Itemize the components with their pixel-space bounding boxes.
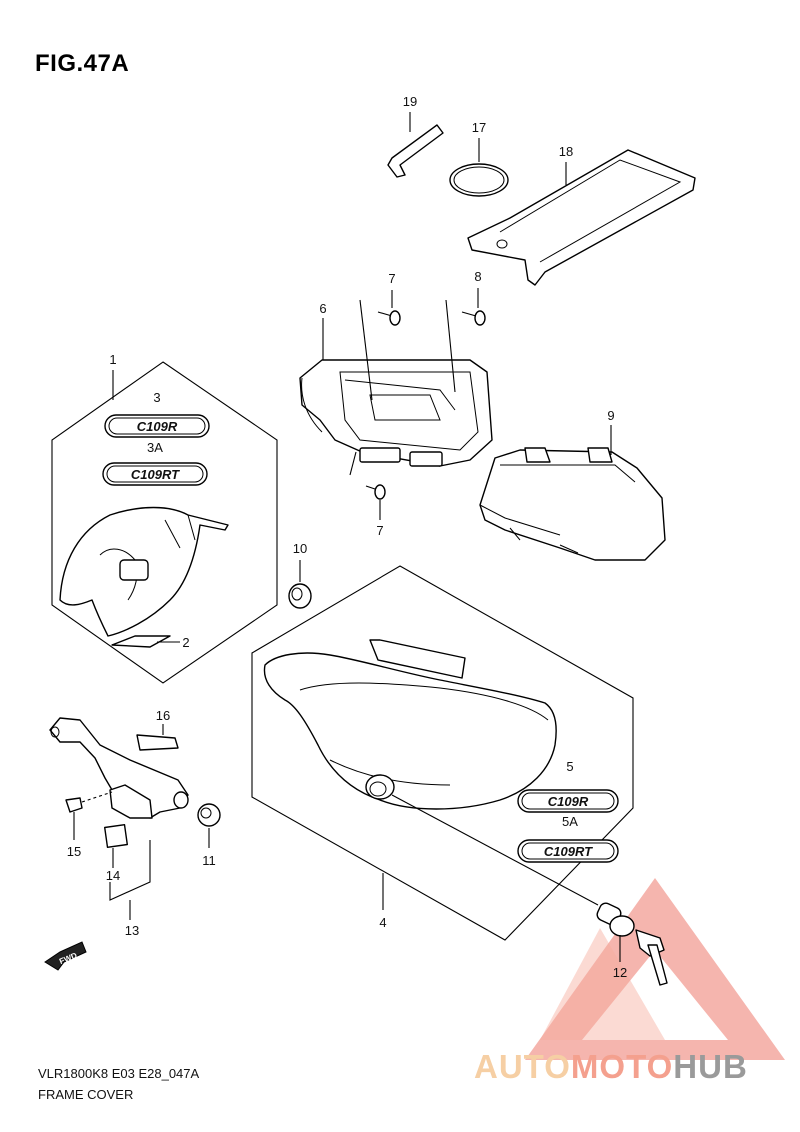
cover-box-9 [479,425,666,561]
hex-key-19 [387,112,444,178]
model-code: VLR1800K8 E03 E28_047A [38,1066,200,1081]
watermark-auto: AUTO [474,1048,571,1085]
o-ring-17 [449,138,509,197]
callout-15: 15 [67,844,81,859]
watermark-text: AUTOMOTOHUB [474,1048,748,1086]
callout-1: 1 [109,352,116,367]
emblem-5a [517,839,619,863]
screw-8 [461,288,486,326]
callout-4: 4 [379,915,386,930]
tool-bag-18 [467,149,696,286]
screw-7-lower [365,484,386,520]
watermark-hub: HUB [673,1048,748,1085]
emblem-3 [104,414,210,438]
part-2-plate [111,635,171,648]
callout-12: 12 [613,965,627,980]
callout-5: 5 [566,759,573,774]
callout-11: 11 [202,853,216,868]
frame-cover-left-group: C109R C109RT [51,361,278,684]
figure-footer: VLR1800K8 E03 E28_047A FRAME COVER [38,1063,199,1105]
callout-3a: 3A [147,440,163,455]
figure-name: FRAME COVER [38,1087,134,1102]
emblem-5-text: C109R [548,794,589,809]
tool-box-6 [299,299,493,476]
callout-2: 2 [182,635,189,650]
callout-8: 8 [474,269,481,284]
watermark-moto: MOTO [570,1048,674,1085]
frame-cover-right-tab [369,639,466,679]
emblem-3-text: C109R [137,419,178,434]
emblem-5 [517,789,619,813]
callout-3: 3 [153,390,160,405]
callout-19: 19 [403,94,417,109]
bracket-group-13 [49,717,189,920]
key-lock-hole [365,774,395,800]
frame-cover-right [263,652,557,810]
frame-cover-right-group: C109R C109RT [251,565,634,941]
callout-9: 9 [607,408,614,423]
callout-7-upper: 7 [388,271,395,286]
figure-title: FIG.47A [35,50,130,77]
fwd-arrow-icon: FWD [44,941,87,971]
grommet-10 [288,560,312,609]
bolt-15 [65,797,83,813]
callout-14: 14 [106,868,120,883]
frame-cover-left-grommet [119,559,149,581]
emblem-5a-text: C109RT [544,844,593,859]
emblem-3a [102,462,208,486]
callout-5a: 5A [562,814,578,829]
callout-18: 18 [559,144,573,159]
plate-14 [104,824,128,848]
grommet-11 [197,803,221,848]
callout-10: 10 [293,541,307,556]
callout-16: 16 [156,708,170,723]
rubber-16 [136,734,179,751]
callout-7-lower: 7 [376,523,383,538]
callout-17: 17 [472,120,486,135]
callout-13: 13 [125,923,139,938]
emblem-3a-text: C109RT [131,467,180,482]
watermark-triangle [525,878,785,1060]
screw-7-upper [377,290,401,326]
callout-6: 6 [319,301,326,316]
key-lock-12 [596,902,668,986]
